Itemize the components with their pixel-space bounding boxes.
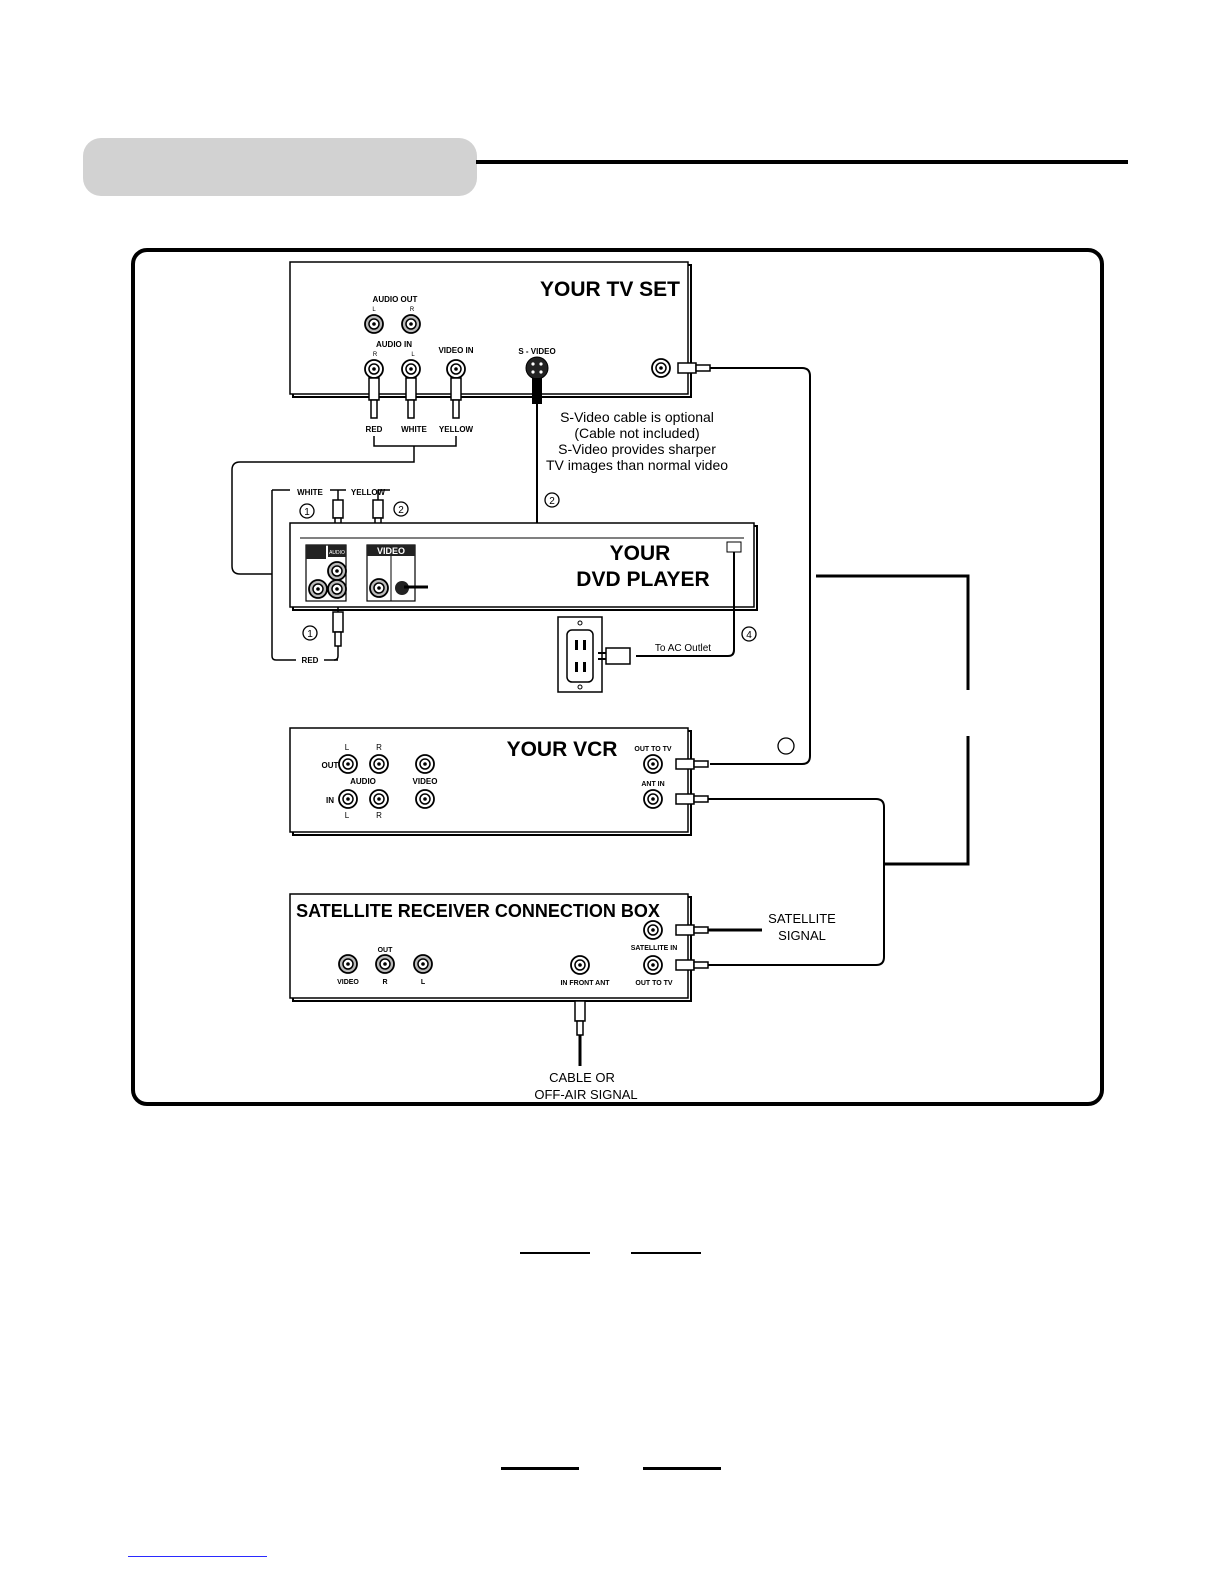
vcr-in-label: IN <box>326 796 334 805</box>
svideo-note-line-2: (Cable not included) <box>574 425 699 441</box>
svg-text:1: 1 <box>307 629 313 640</box>
svideo-note-line-1: S-Video cable is optional <box>560 409 714 425</box>
tv-audio-out-l-jack <box>364 314 384 334</box>
tv-video-in-label: VIDEO IN <box>438 346 473 355</box>
dvd-player-panel: YOUR DVD PLAYER AUDIO VIDEO <box>289 522 758 611</box>
svideo-note-line-3: S-Video provides sharper <box>558 441 716 457</box>
vcr-title: YOUR VCR <box>507 738 618 761</box>
cable-signal-line-1: CABLE OR <box>549 1070 615 1085</box>
tv-audio-video-plugs <box>368 377 542 419</box>
svg-text:2: 2 <box>398 505 404 516</box>
svg-text:L: L <box>345 811 350 820</box>
svg-text:2: 2 <box>549 496 555 507</box>
vcr-out-to-tv-label: OUT TO TV <box>634 746 672 753</box>
svg-text:L: L <box>372 307 376 313</box>
step-1-marker-bottom <box>302 625 318 641</box>
av-cable-bundle <box>231 436 457 575</box>
svg-text:R: R <box>376 743 382 752</box>
vcr-panel: YOUR VCR L R OUT AUDIO VIDEO IN L R OUT … <box>289 727 795 836</box>
sat-satellite-in-label: SATELLITE IN <box>631 945 678 952</box>
vcr-video-label: VIDEO <box>413 777 438 786</box>
blank-rule-4 <box>643 1467 721 1470</box>
svg-text:4: 4 <box>746 630 752 641</box>
step-2-marker-video <box>393 501 409 517</box>
tv-s-video-label: S - VIDEO <box>518 347 555 356</box>
svg-text:R: R <box>373 352 378 358</box>
tv-audio-out-label: AUDIO OUT <box>373 295 418 304</box>
section-header-tab <box>83 138 477 196</box>
footer-link-underline[interactable] <box>128 1556 267 1557</box>
sat-out-label: OUT <box>378 947 394 954</box>
dvd-video-label: VIDEO <box>377 546 405 556</box>
blank-rule-1 <box>520 1252 590 1254</box>
sat-l-label: L <box>421 979 426 986</box>
ac-outlet <box>557 616 631 693</box>
cable-red-label: RED <box>366 425 383 434</box>
svg-text:AUDIO: AUDIO <box>329 550 345 556</box>
cable-white-label: WHITE <box>401 425 427 434</box>
to-ac-outlet-label: To AC Outlet <box>655 643 711 654</box>
satellite-title: SATELLITE RECEIVER CONNECTION BOX <box>296 901 660 921</box>
tv-audio-in-r-jack <box>364 359 384 379</box>
svg-text:R: R <box>376 811 382 820</box>
tv-audio-in-l-jack <box>401 359 421 379</box>
dvd-title-line-1: YOUR <box>610 542 671 565</box>
satellite-signal-line-1: SATELLITE <box>768 911 836 926</box>
blank-rule-2 <box>631 1252 701 1254</box>
satellite-box-panel: SATELLITE RECEIVER CONNECTION BOX OUT VI… <box>289 893 692 1002</box>
section-header-rule <box>476 160 1128 164</box>
diagram-frame <box>131 248 1104 1106</box>
tv-set-panel: YOUR TV SET AUDIO OUT L R AUDIO IN R L V… <box>289 261 692 398</box>
step-4-marker <box>741 626 757 642</box>
step-1-marker-top <box>299 503 315 519</box>
dvd-red-label: RED <box>302 656 319 665</box>
satellite-signal-line-2: SIGNAL <box>778 928 826 943</box>
sat-in-front-ant-label: IN FRONT ANT <box>560 980 610 987</box>
vcr-to-satellite-cable <box>708 798 885 966</box>
dvd-white-label: WHITE <box>297 488 323 497</box>
svg-text:R: R <box>410 307 415 313</box>
power-cord <box>636 552 735 657</box>
step-2-marker-svideo <box>544 492 560 508</box>
svg-text:L: L <box>411 352 415 358</box>
vcr-ant-in-label: ANT IN <box>641 781 664 788</box>
sat-video-label: VIDEO <box>337 979 359 986</box>
sat-out-to-tv-label: OUT TO TV <box>635 980 673 987</box>
vcr-audio-label: AUDIO <box>350 777 376 786</box>
right-bracket <box>816 574 970 866</box>
tv-audio-out-r-jack <box>401 314 421 334</box>
tv-title: YOUR TV SET <box>540 278 680 301</box>
cable-signal-line-2: OFF-AIR SIGNAL <box>534 1087 637 1102</box>
vcr-out-label: OUT <box>322 761 339 770</box>
svideo-note-line-4: TV images than normal video <box>546 457 728 473</box>
tv-audio-in-label: AUDIO IN <box>376 340 412 349</box>
svg-text:1: 1 <box>304 507 310 518</box>
cable-yellow-label: YELLOW <box>439 425 474 434</box>
svg-text:L: L <box>345 743 350 752</box>
dvd-title-line-2: DVD PLAYER <box>576 568 709 591</box>
tv-video-in-jack <box>446 359 466 379</box>
sat-r-label: R <box>382 979 387 986</box>
blank-rule-3 <box>501 1467 579 1470</box>
tv-s-video-jack <box>525 356 549 380</box>
tv-antenna-jack <box>651 358 671 378</box>
dvd-yellow-label: YELLOW <box>351 488 386 497</box>
tv-to-vcr-rf-cable <box>710 367 811 765</box>
